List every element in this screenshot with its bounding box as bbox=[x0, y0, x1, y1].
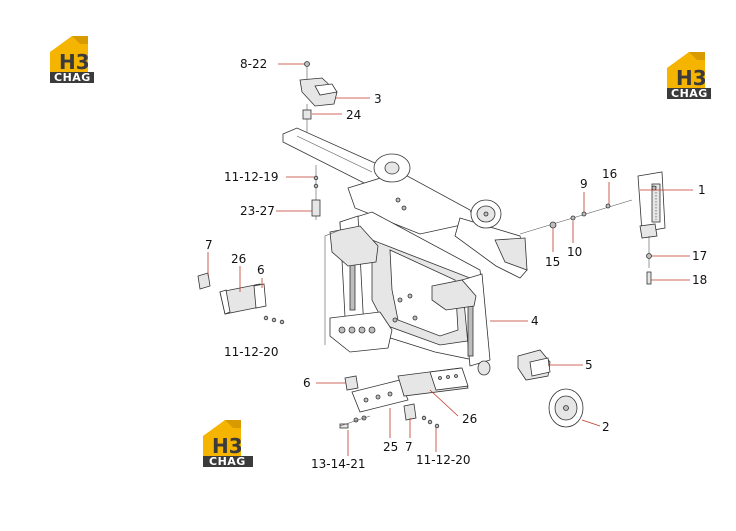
brand-logo-top-left: H3 CHAG bbox=[50, 36, 94, 84]
part-26-slide-block-bottom bbox=[397, 367, 469, 397]
label-25: 25 bbox=[383, 440, 398, 454]
part-24-spacer bbox=[302, 104, 312, 132]
label-13-14-21: 13-14-21 bbox=[311, 457, 365, 471]
label-26-left: 26 bbox=[231, 252, 246, 266]
logo-brand: CHAG bbox=[209, 455, 246, 468]
part-26-slide-block-left bbox=[219, 283, 266, 315]
label-5: 5 bbox=[585, 358, 593, 372]
logo-brand: CHAG bbox=[671, 87, 708, 100]
label-15: 15 bbox=[545, 255, 560, 269]
fasteners-13-14-21 bbox=[339, 415, 371, 429]
label-7-left: 7 bbox=[205, 238, 213, 252]
label-8-22: 8-22 bbox=[240, 57, 267, 71]
label-6-left: 6 bbox=[257, 263, 265, 277]
logo-monogram: H3 bbox=[676, 66, 707, 90]
brand-logo-top-right: H3 CHAG bbox=[667, 52, 711, 100]
part-17-washer bbox=[646, 236, 652, 268]
upper-roller bbox=[470, 199, 502, 229]
logo-monogram: H3 bbox=[212, 434, 243, 458]
callout-labels: 8-22 3 24 11-12-19 23-27 9 16 1 15 10 17… bbox=[205, 57, 707, 471]
part-5-mount-block bbox=[517, 349, 551, 381]
label-9: 9 bbox=[580, 177, 588, 191]
label-1: 1 bbox=[698, 183, 706, 197]
label-23-27: 23-27 bbox=[240, 204, 275, 218]
label-18: 18 bbox=[692, 273, 707, 287]
label-11-12-19: 11-12-19 bbox=[224, 170, 278, 184]
label-24: 24 bbox=[346, 108, 361, 122]
part-23-27-bolt-stack bbox=[311, 165, 321, 220]
leader-lines bbox=[207, 63, 693, 456]
part-6-end-cap-left bbox=[253, 283, 267, 309]
label-17: 17 bbox=[692, 249, 707, 263]
label-6-bottom: 6 bbox=[303, 376, 311, 390]
frame-roller bbox=[477, 360, 491, 376]
fasteners-11-12-20-left bbox=[263, 315, 285, 325]
part-2-roller bbox=[548, 388, 584, 428]
part-3-bracket-block bbox=[299, 77, 338, 107]
label-10: 10 bbox=[567, 245, 582, 259]
part-6-end-cap-bottom bbox=[344, 375, 359, 391]
part-25-slotted-plate bbox=[351, 379, 409, 413]
fasteners-11-12-20-bottom bbox=[421, 415, 440, 429]
label-11-12-20-bottom: 11-12-20 bbox=[416, 453, 470, 467]
label-3: 3 bbox=[374, 92, 382, 106]
label-11-12-20-left: 11-12-20 bbox=[224, 345, 278, 359]
part-1-guide-bracket bbox=[637, 171, 666, 239]
label-7-bottom: 7 bbox=[405, 440, 413, 454]
logo-monogram: H3 bbox=[59, 50, 90, 74]
logo-brand: CHAG bbox=[54, 71, 91, 84]
label-2: 2 bbox=[602, 420, 610, 434]
label-16: 16 bbox=[602, 167, 617, 181]
part-7-clip-left bbox=[197, 272, 211, 290]
part-18-pin bbox=[646, 271, 652, 285]
main-frame-assembly bbox=[282, 127, 528, 367]
label-26-bottom: 26 bbox=[462, 412, 477, 426]
part-7-clip-bottom bbox=[403, 403, 417, 421]
fasteners-15-10-9-16 bbox=[519, 199, 633, 235]
brand-logo-bottom-left: H3 CHAG bbox=[203, 420, 253, 468]
label-4: 4 bbox=[531, 314, 539, 328]
part-8-22-screw bbox=[304, 61, 310, 80]
